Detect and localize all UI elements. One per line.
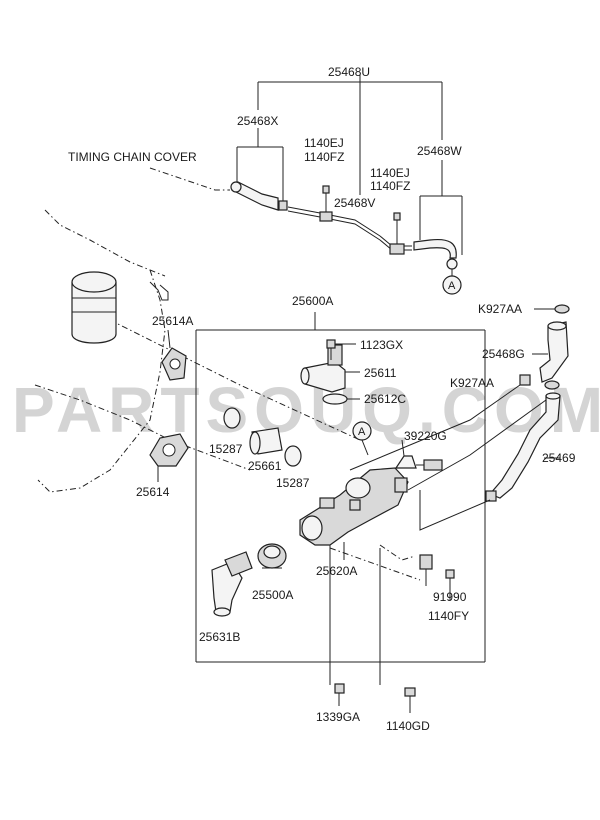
label-25468U: 25468U: [328, 65, 370, 79]
label-25468W: 25468W: [417, 144, 462, 158]
sensor-39220G: [394, 455, 443, 471]
label-1140FZ-b: 1140FZ: [370, 179, 410, 193]
label-25611: 25611: [364, 366, 397, 380]
housing-25620A: [299, 467, 409, 546]
label-25600A: 25600A: [292, 294, 333, 308]
assembly-box-25600A: [195, 312, 486, 663]
label-circle-a-top: A: [448, 280, 456, 292]
label-25468G: 25468G: [482, 347, 525, 361]
engine-outline-top: [44, 209, 166, 277]
bracket-91990: [419, 554, 433, 586]
fitting-25611: [300, 344, 346, 393]
engine-centerline: [109, 319, 361, 441]
label-1140EJ-b: 1140EJ: [370, 166, 410, 180]
hose-25468X: [230, 181, 288, 211]
label-1140FZ-a: 1140FZ: [304, 150, 344, 164]
pipe-25468V: [287, 206, 412, 247]
thermostat-25500A: [257, 543, 287, 569]
label-K927AA-a: K927AA: [478, 302, 522, 316]
bracket-25468X: [236, 128, 284, 205]
watermark-text: PARTSOUQ.COM: [12, 374, 600, 446]
label-timing-chain-cover: TIMING CHAIN COVER: [68, 150, 197, 164]
oring-15287-a: [223, 407, 241, 429]
bolt-1140EJ-b: [389, 212, 405, 255]
label-91990: 91990: [433, 590, 467, 604]
label-15287-a: 15287: [209, 442, 243, 456]
label-25620A: 25620A: [316, 564, 357, 578]
bracket-25468U: [257, 75, 443, 195]
label-25612C: 25612C: [364, 392, 406, 406]
oil-filter-housing: [71, 271, 117, 344]
label-25468X: 25468X: [237, 114, 278, 128]
oring-15287-b: [284, 445, 302, 467]
elbow-25631B: [211, 551, 253, 617]
label-25468V: 25468V: [334, 196, 375, 210]
label-25661: 25661: [248, 459, 282, 473]
clamp-K927AA-b: [519, 374, 560, 390]
oring-25612C: [322, 393, 348, 405]
label-25500A: 25500A: [252, 588, 293, 602]
bracket-25468W: [419, 160, 463, 255]
bolt-1140FY: [445, 569, 455, 600]
timing-cover-leader: [149, 167, 230, 191]
label-K927AA-b: K927AA: [450, 376, 494, 390]
gasket-25614A: [161, 347, 187, 381]
label-25469: 25469: [542, 451, 576, 465]
label-15287-b: 15287: [276, 476, 310, 490]
hose-25661: [249, 427, 283, 455]
label-25614A: 25614A: [152, 314, 193, 328]
bolt-1140EJ-a: [319, 185, 333, 222]
circle-marker-a-top: [442, 275, 462, 295]
label-25631B: 25631B: [199, 630, 240, 644]
label-1140EJ-a: 1140EJ: [304, 136, 344, 150]
label-25614: 25614: [136, 485, 170, 499]
clamp-K927AA-a: [554, 304, 570, 314]
engine-block-line: [34, 384, 251, 471]
label-1140GD: 1140GD: [386, 719, 430, 733]
label-1123GX: 1123GX: [360, 338, 403, 352]
label-circle-a-mid: A: [358, 426, 366, 438]
label-1339GA: 1339GA: [316, 710, 360, 724]
label-39220G: 39220G: [404, 429, 447, 443]
bolt-1339GA: [334, 683, 345, 694]
hose-25469: [485, 392, 561, 502]
label-1140FY: 1140FY: [428, 609, 469, 623]
hose-25468G: [539, 321, 569, 383]
hose-25468W: [413, 238, 458, 270]
bolt-1140GD: [404, 687, 416, 697]
